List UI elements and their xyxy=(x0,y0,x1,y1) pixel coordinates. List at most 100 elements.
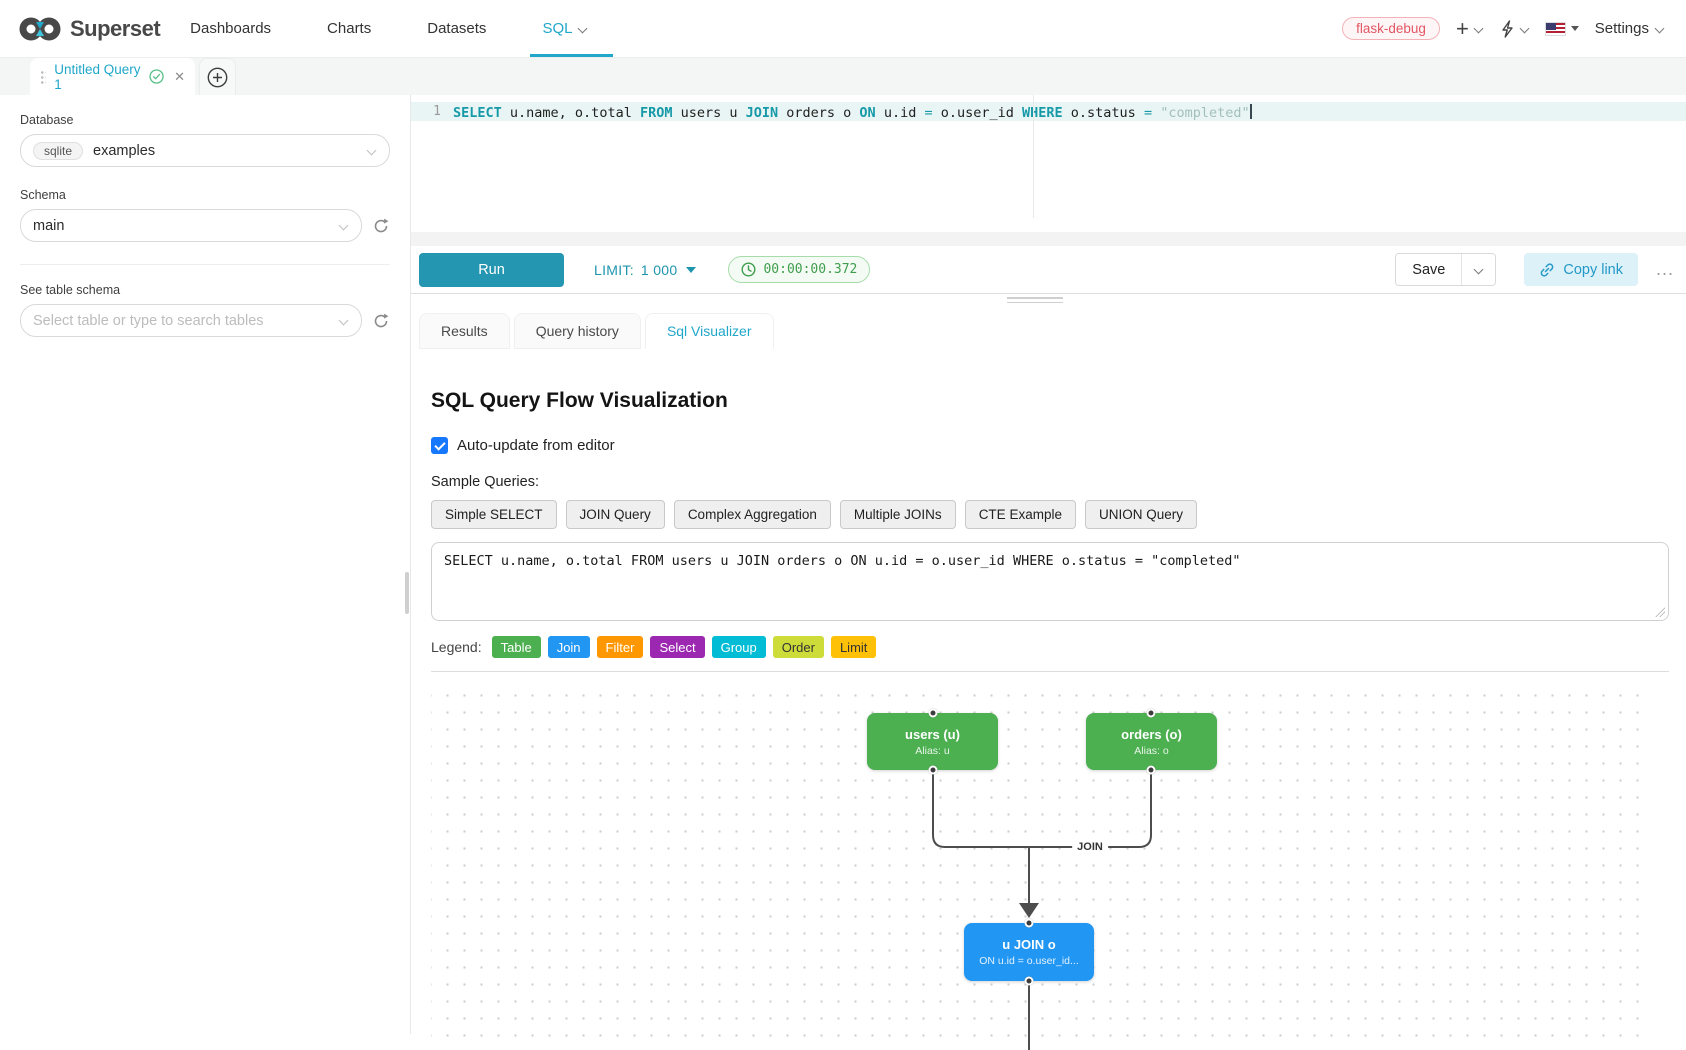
query-tab-label: Untitled Query 1 xyxy=(54,62,141,92)
auto-update-checkbox[interactable] xyxy=(431,437,448,454)
limit-label: LIMIT: xyxy=(594,262,634,278)
nav-item-charts[interactable]: Charts xyxy=(327,0,371,57)
sample-union-query-button[interactable]: UNION Query xyxy=(1085,500,1197,529)
node-users-table[interactable]: users (u) Alias: u xyxy=(867,713,998,770)
south-pane-tabs: Results Query history Sql Visualizer xyxy=(419,313,774,349)
chevron-down-icon xyxy=(367,146,377,156)
nav-item-datasets[interactable]: Datasets xyxy=(427,0,486,57)
more-options-button[interactable]: ... xyxy=(1656,259,1674,280)
us-flag-icon xyxy=(1545,22,1566,36)
refresh-schema-icon[interactable] xyxy=(372,217,390,235)
node-title: u JOIN o xyxy=(1002,937,1055,952)
schema-value: main xyxy=(33,218,329,234)
toolbar-right: Save Copy link ... xyxy=(1395,253,1674,286)
caret-down-icon xyxy=(686,267,696,273)
sqllab-main-panel: 1 SELECT u.name, o.total FROM users u JO… xyxy=(411,95,1686,1034)
pane-resize-handle[interactable] xyxy=(1007,297,1063,306)
node-handle[interactable] xyxy=(1147,766,1156,775)
node-title: orders (o) xyxy=(1121,727,1182,742)
sql-editor[interactable]: 1 SELECT u.name, o.total FROM users u JO… xyxy=(411,95,1686,232)
editor-toolbar: Run LIMIT: 1 000 00:00:00.372 Save xyxy=(411,246,1686,293)
new-query-tab-button[interactable] xyxy=(199,58,236,95)
node-subtitle: Alias: o xyxy=(1134,745,1168,757)
page-title: SQL Query Flow Visualization xyxy=(431,389,1669,413)
table-select[interactable]: Select table or type to search tables xyxy=(20,304,362,337)
node-handle[interactable] xyxy=(929,766,938,775)
tab-results[interactable]: Results xyxy=(419,313,510,349)
save-button[interactable]: Save xyxy=(1396,254,1461,285)
chevron-down-icon xyxy=(1520,24,1529,33)
textarea-resize-grip[interactable] xyxy=(1655,607,1665,617)
refresh-tables-icon[interactable] xyxy=(372,312,390,330)
clock-icon xyxy=(741,262,756,277)
query-tab-strip: Untitled Query 1 ✕ xyxy=(0,58,1686,95)
nav-item-sql[interactable]: SQL xyxy=(542,0,587,57)
legend-badge-table: Table xyxy=(492,636,541,658)
node-subtitle: Alias: u xyxy=(915,745,949,757)
sample-queries-label: Sample Queries: xyxy=(431,474,1669,490)
chevron-down-icon xyxy=(1474,265,1483,274)
timer-value: 00:00:00.372 xyxy=(763,262,857,277)
language-picker[interactable] xyxy=(1545,22,1579,36)
chevron-down-icon xyxy=(1655,24,1664,33)
sql-input-textarea[interactable]: SELECT u.name, o.total FROM users u JOIN… xyxy=(431,542,1669,621)
flow-edges xyxy=(431,692,1649,1050)
run-button[interactable]: Run xyxy=(419,253,564,287)
join-edge-label: JOIN xyxy=(1072,840,1108,854)
settings-menu[interactable]: Settings xyxy=(1595,20,1664,37)
pane-divider xyxy=(411,293,1686,294)
save-split-button: Save xyxy=(1395,253,1496,286)
query-flow-diagram[interactable]: JOIN users (u) Alias: u orders (o) Alias… xyxy=(431,692,1649,1050)
node-handle[interactable] xyxy=(1147,709,1156,718)
node-title: users (u) xyxy=(905,727,960,742)
query-tab-untitled-1[interactable]: Untitled Query 1 ✕ xyxy=(30,58,195,95)
node-orders-table[interactable]: orders (o) Alias: o xyxy=(1086,713,1217,770)
content-divider xyxy=(431,671,1669,672)
limit-dropdown[interactable]: LIMIT: 1 000 xyxy=(594,262,696,278)
editor-code-line[interactable]: SELECT u.name, o.total FROM users u JOIN… xyxy=(453,104,1252,121)
top-navigation: Superset Dashboards Charts Datasets SQL … xyxy=(0,0,1686,58)
node-join[interactable]: u JOIN o ON u.id = o.user_id... xyxy=(964,923,1094,981)
query-search-dropdown[interactable] xyxy=(1499,20,1529,38)
sample-simple-select-button[interactable]: Simple SELECT xyxy=(431,500,557,529)
legend-label: Legend: xyxy=(431,639,482,655)
environment-badge: flask-debug xyxy=(1342,17,1440,40)
chevron-down-icon xyxy=(339,221,349,231)
editor-scrollbar-track[interactable] xyxy=(411,232,1686,246)
close-tab-icon[interactable]: ✕ xyxy=(174,69,185,85)
drag-handle-icon[interactable] xyxy=(40,70,46,84)
plus-circle-icon xyxy=(207,67,228,88)
schema-select[interactable]: main xyxy=(20,209,362,242)
editor-line-number: 1 xyxy=(411,104,441,119)
new-item-dropdown[interactable]: + xyxy=(1456,18,1483,40)
node-handle[interactable] xyxy=(1025,977,1034,986)
node-handle[interactable] xyxy=(1025,919,1034,928)
legend-badge-select: Select xyxy=(650,636,704,658)
sidebar-scrollbar[interactable] xyxy=(405,572,409,614)
sample-join-query-button[interactable]: JOIN Query xyxy=(566,500,665,529)
copy-link-button[interactable]: Copy link xyxy=(1524,253,1638,286)
check-circle-icon xyxy=(149,68,164,85)
plus-icon: + xyxy=(1456,18,1469,40)
sidebar-divider xyxy=(20,264,390,265)
tab-sql-visualizer[interactable]: Sql Visualizer xyxy=(645,313,774,349)
nav-item-dashboards[interactable]: Dashboards xyxy=(190,0,271,57)
sample-complex-aggregation-button[interactable]: Complex Aggregation xyxy=(674,500,831,529)
sample-cte-example-button[interactable]: CTE Example xyxy=(965,500,1076,529)
tab-query-history[interactable]: Query history xyxy=(514,313,641,349)
auto-update-row: Auto-update from editor xyxy=(431,437,1669,454)
node-handle[interactable] xyxy=(929,709,938,718)
database-select[interactable]: sqlite examples xyxy=(20,134,390,167)
lightning-icon xyxy=(1499,20,1515,38)
save-options-button[interactable] xyxy=(1461,254,1495,285)
database-label: Database xyxy=(20,113,390,127)
sample-multiple-joins-button[interactable]: Multiple JOINs xyxy=(840,500,956,529)
database-name: examples xyxy=(93,143,357,159)
superset-logo[interactable]: Superset xyxy=(18,14,160,44)
node-subtitle: ON u.id = o.user_id... xyxy=(979,955,1079,967)
legend-badge-limit: Limit xyxy=(831,636,876,658)
database-engine-tag: sqlite xyxy=(33,142,83,160)
superset-infinity-icon xyxy=(18,14,62,44)
chevron-down-icon xyxy=(1474,24,1483,33)
chevron-down-icon xyxy=(578,24,587,33)
